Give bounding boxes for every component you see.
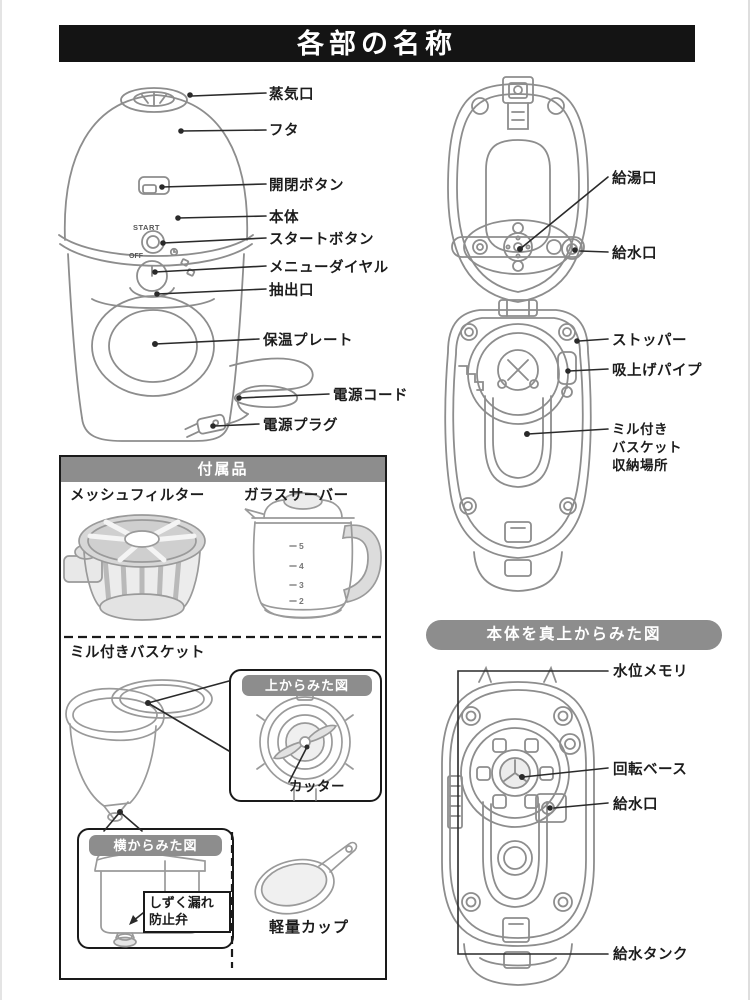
label-mill-basket: ミル付きバスケット [70,645,205,661]
top-view-header: 上からみた図 [242,675,372,696]
label-glass-server: ガラスサーバー [244,488,349,504]
label-hot-water-outlet: 給湯口 [612,171,657,187]
label-water-tank: 給水タンク [613,947,688,963]
label-drip-valve: しずく漏れ 防止弁 [143,891,231,933]
label-outlet: 抽出口 [269,283,314,299]
label-main-body: 本体 [269,210,299,226]
start-button-text: START [133,223,160,232]
label-water-inlet-top: 給水口 [612,246,657,262]
label-menu-dial: メニューダイヤル [269,260,389,276]
off-dial-text: OFF [129,253,144,260]
label-power-cord: 電源コード [333,388,408,404]
label-measuring-cup: 軽量カップ [269,919,350,936]
label-stopper: ストッパー [612,333,687,349]
label-steam-vent: 蒸気口 [269,87,314,103]
side-view-header: 横からみた図 [89,835,222,856]
label-water-level: 水位メモリ [613,664,688,680]
label-mesh-filter: メッシュフィルター [70,488,205,504]
label-power-plug: 電源プラグ [263,418,338,434]
page-title: 各部の名称 [59,25,695,62]
label-start-button: スタートボタン [269,232,374,248]
label-lid: フタ [269,123,299,139]
label-basket-slot: ミル付き バスケット 収納場所 [612,422,682,473]
label-warming-plate: 保温プレート [263,333,353,349]
label-open-close-button: 開閉ボタン [269,178,344,194]
label-cutter: カッター [289,779,345,794]
label-suction-pipe: 吸上げパイプ [612,363,702,379]
front-view-device-text: START OFF [129,223,160,260]
label-rotating-base: 回転ベース [613,762,688,778]
accessories-header: 付属品 [61,457,385,482]
top-down-view-header: 本体を真上からみた図 [426,620,722,650]
label-water-inlet-bottom: 給水口 [613,797,658,813]
open-lid-illustration [444,76,592,592]
top-down-body-illustration [441,665,595,986]
